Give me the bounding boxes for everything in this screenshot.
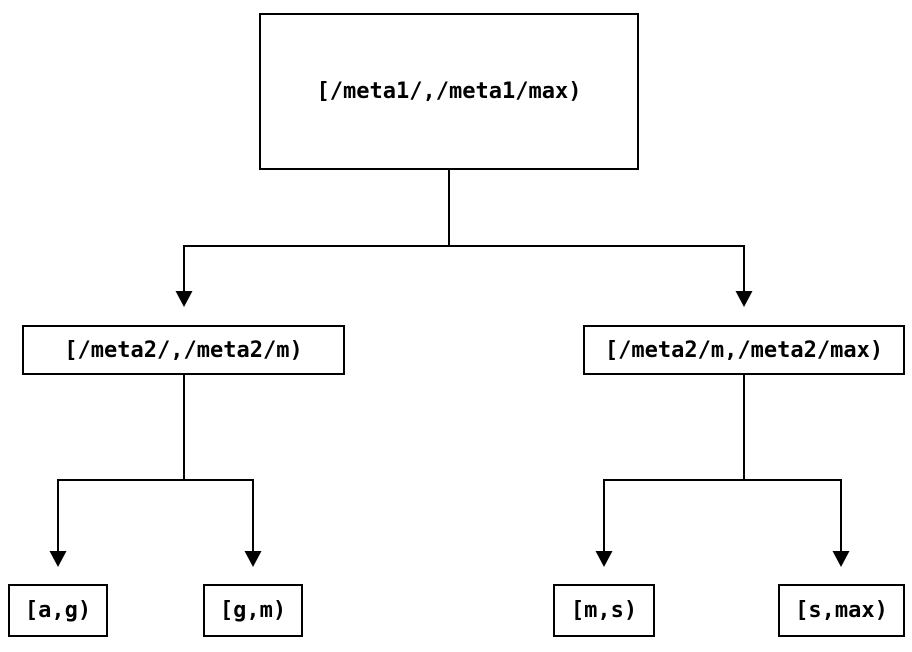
arrowhead-icon — [175, 291, 193, 307]
node-root: [/meta1/,/meta1/max) — [259, 13, 639, 170]
arrowhead-icon — [595, 551, 613, 567]
node-right: [/meta2/m,/meta2/max) — [583, 325, 905, 375]
node-label: [a,g) — [24, 598, 92, 623]
node-leaf-smax: [s,max) — [778, 584, 905, 637]
node-left: [/meta2/,/meta2/m) — [22, 325, 345, 375]
node-label: [/meta2/m,/meta2/max) — [604, 337, 884, 363]
node-label: [/meta2/,/meta2/m) — [64, 337, 303, 363]
arrowhead-icon — [832, 551, 850, 567]
node-label: [m,s) — [570, 598, 638, 623]
arrowhead-icon — [49, 551, 67, 567]
node-label: [/meta1/,/meta1/max) — [316, 79, 582, 104]
arrowhead-icon — [244, 551, 262, 567]
node-label: [g,m) — [219, 598, 287, 623]
node-leaf-gm: [g,m) — [203, 584, 303, 637]
node-leaf-ag: [a,g) — [8, 584, 108, 637]
node-label: [s,max) — [795, 598, 888, 623]
node-leaf-ms: [m,s) — [553, 584, 655, 637]
arrowhead-icon — [735, 291, 753, 307]
